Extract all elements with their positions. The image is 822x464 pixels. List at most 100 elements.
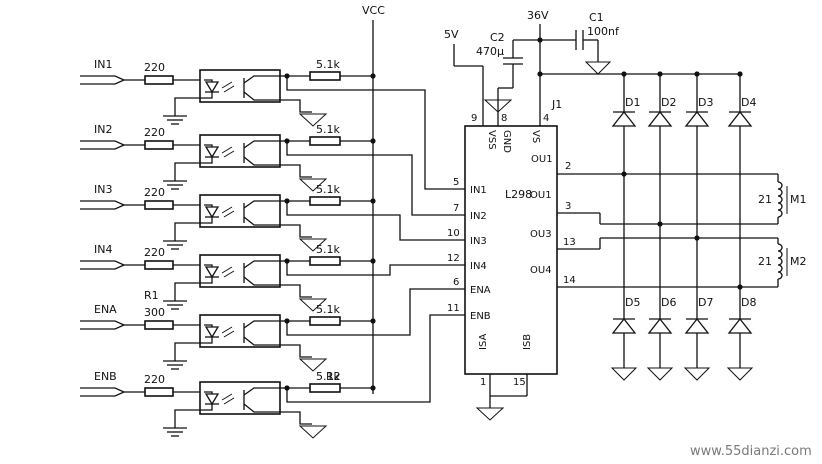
- diode-d6: D6: [646, 296, 676, 381]
- ic-pin-in4: IN4: [470, 261, 487, 272]
- ic-pin-num-5: 5: [453, 177, 459, 188]
- ic-pin-num-15: 15: [513, 377, 526, 388]
- diode-label: D2: [661, 96, 676, 109]
- series-resistor-value: 220: [144, 373, 165, 386]
- c1-name: C1: [589, 11, 604, 24]
- series-resistor-value: 220: [144, 186, 165, 199]
- input-channel-enb: ENB 220 5.1k: [80, 314, 465, 439]
- ic-pin-ou1-a: OU1: [530, 190, 552, 201]
- r2-label: R2: [326, 370, 341, 383]
- diode-label: D3: [698, 96, 713, 109]
- supply-36v-label: 36V: [527, 9, 549, 22]
- output-wiring: [557, 171, 779, 290]
- ic-pin-8: 8: [501, 113, 507, 124]
- supply-5v: 5V: [444, 28, 484, 126]
- ic-pin-num-6: 6: [453, 277, 459, 288]
- gnd-pin-ground: [483, 88, 513, 126]
- capacitor-c1: C1 100nf: [540, 11, 620, 75]
- ic-pin-isb: ISB: [522, 334, 533, 350]
- c1-value: 100nf: [587, 25, 620, 38]
- diode-label: D4: [741, 96, 756, 109]
- pullup-value: 5.1k: [316, 243, 340, 256]
- ic-pin-ou3: OU3: [530, 229, 552, 240]
- m1-value: 21: [758, 193, 772, 206]
- ic-pin-num-2: 2: [565, 161, 571, 172]
- vcc-label: VCC: [362, 4, 385, 17]
- pullup-value: 5.1k: [316, 370, 340, 383]
- ic-pin-isa: ISA: [478, 334, 489, 350]
- diode-label: D8: [741, 296, 756, 309]
- c2-value: 470μ: [476, 45, 504, 58]
- m1-name: M1: [790, 193, 807, 206]
- input-label: IN1: [94, 58, 112, 71]
- ic-pin-vss: VSS: [486, 130, 497, 150]
- diode-d2: D2: [647, 71, 676, 300]
- ic-pin-ou4: OU4: [530, 265, 552, 276]
- pullup-value: 5.1k: [316, 58, 340, 71]
- ic-name: L298: [505, 188, 532, 201]
- input-channel-in2: IN2 220 5.1k: [80, 123, 465, 216]
- ic-pin-enb: ENB: [470, 311, 491, 322]
- m2-name: M2: [790, 255, 807, 268]
- diode-label: D7: [698, 296, 713, 309]
- ic-pin-ena: ENA: [470, 285, 491, 296]
- series-resistor-value: 220: [144, 126, 165, 139]
- input-channel-in1: IN1 220 5.1k: [80, 58, 465, 190]
- pullup-value: 5.1k: [316, 303, 340, 316]
- series-resistor-value: 220: [144, 61, 165, 74]
- ic-pin-num-14: 14: [563, 275, 576, 286]
- ic-pin-num-11: 11: [447, 303, 460, 314]
- ic-pin-4: 4: [543, 113, 549, 124]
- ic-pin-num-13: 13: [563, 237, 576, 248]
- ic-pin-ou1-top: OU1: [531, 154, 553, 165]
- ic-pin-num-7: 7: [453, 203, 459, 214]
- ic-pin-vs: VS: [530, 130, 541, 143]
- ic-pin-num-1: 1: [480, 377, 486, 388]
- diode-label: D1: [625, 96, 640, 109]
- diode-d8: D8: [726, 296, 756, 381]
- ic-pin-9: 9: [471, 113, 477, 124]
- m2-value: 21: [758, 255, 772, 268]
- j1-label: J1: [551, 98, 562, 111]
- capacitor-c2: C2 470μ: [476, 31, 540, 89]
- input-label: IN3: [94, 183, 112, 196]
- input-label: IN4: [94, 243, 112, 256]
- input-channel-ena: ENA 300 5.1k: [80, 288, 465, 372]
- watermark: www.55dianzi.com: [690, 444, 812, 459]
- r1-label: R1: [144, 289, 159, 302]
- pullup-value: 5.1k: [316, 183, 340, 196]
- c2-name: C2: [490, 31, 505, 44]
- diode-d5: D5: [610, 296, 640, 381]
- ic-pin-in2: IN2: [470, 211, 487, 222]
- l298-driver-ic: L298 J1 VSS GND VS 9 8 4 OU1 IN1 IN2 IN3…: [447, 98, 576, 388]
- diode-label: D6: [661, 296, 676, 309]
- input-label: ENB: [94, 370, 117, 383]
- ic-pin-in3: IN3: [470, 236, 487, 247]
- input-channel-in4: IN4 220 5.1k: [80, 243, 465, 312]
- motor-m1: 21 M1: [758, 181, 807, 218]
- pullup-value: 5.1k: [316, 123, 340, 136]
- diode-d1: D1: [611, 71, 640, 300]
- input-channel-in3: IN3 220 5.1k: [80, 183, 465, 252]
- diode-d7: D7: [683, 296, 713, 381]
- ic-pin-in1: IN1: [470, 185, 487, 196]
- sense-ground: [475, 374, 528, 421]
- input-label: ENA: [94, 303, 117, 316]
- ic-pin-num-12: 12: [447, 253, 460, 264]
- diode-d3: D3: [684, 71, 713, 300]
- ic-pin-num-3: 3: [565, 201, 571, 212]
- ic-pin-num-10: 10: [447, 228, 460, 239]
- ic-pin-gnd: GND: [501, 130, 512, 153]
- diode-d4: D4: [727, 71, 756, 300]
- vcc-rail: VCC: [362, 4, 385, 394]
- diode-label: D5: [625, 296, 640, 309]
- motor-m2: 21 M2: [758, 243, 807, 280]
- input-label: IN2: [94, 123, 112, 136]
- series-resistor-value: 220: [144, 246, 165, 259]
- supply-36v: 36V: [527, 9, 742, 126]
- series-resistor-value: 300: [144, 306, 165, 319]
- supply-5v-label: 5V: [444, 28, 459, 41]
